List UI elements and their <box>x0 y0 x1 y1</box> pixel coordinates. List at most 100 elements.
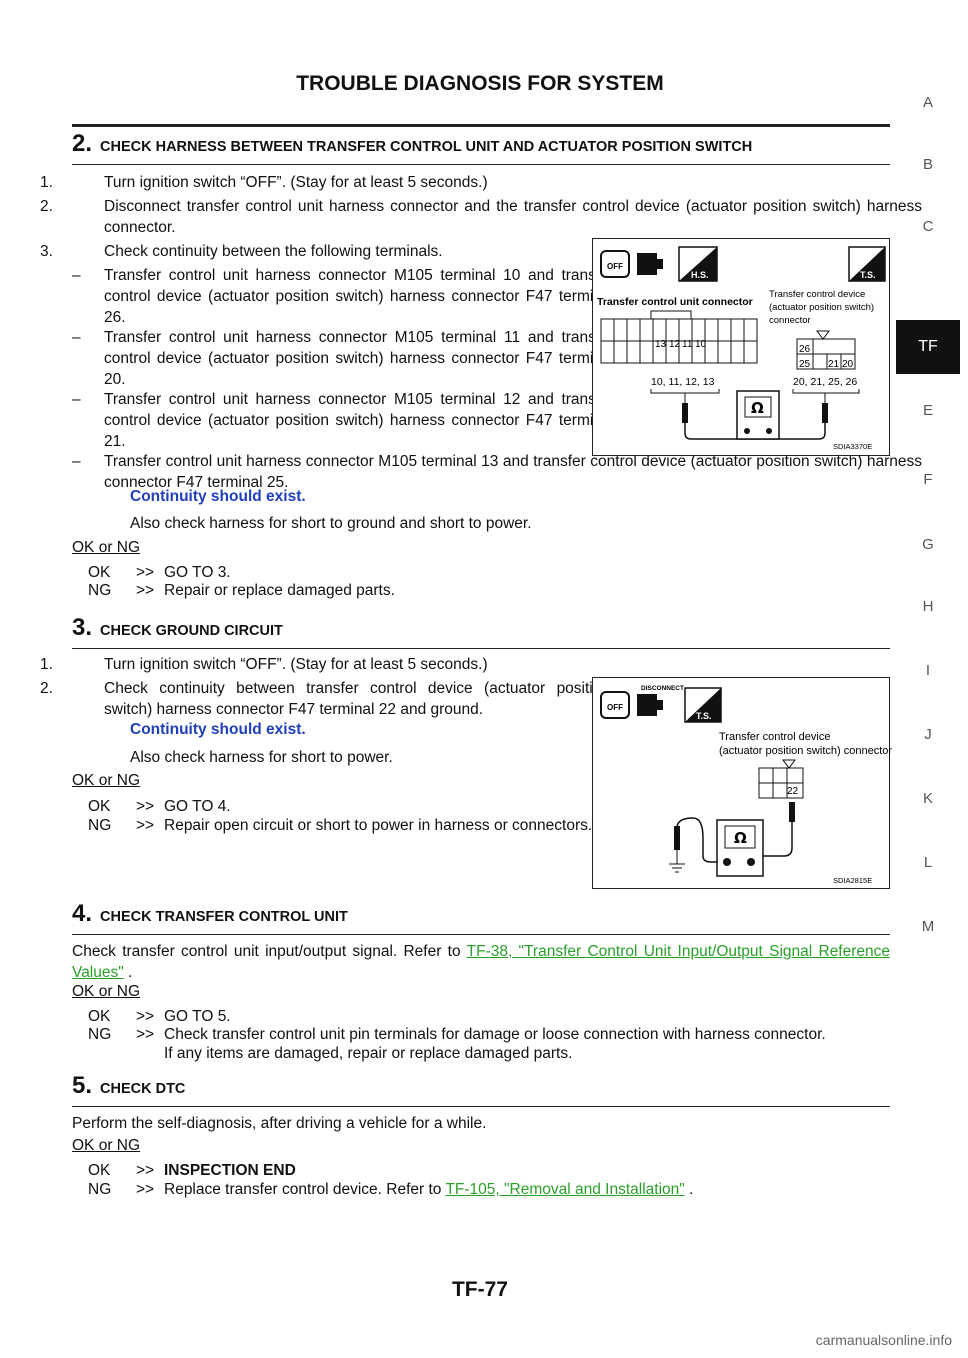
connector-icon <box>637 694 663 716</box>
pin-label: 20 <box>842 359 854 370</box>
result-ok: OK>>GO TO 4. <box>88 796 231 817</box>
pin-label: 21 <box>828 359 840 370</box>
page-number: TF-77 <box>451 1278 508 1301</box>
section-4-title: 4. CHECK TRANSFER CONTROL UNIT <box>72 900 890 935</box>
list-item-text: Transfer control unit harness connector … <box>104 453 922 491</box>
connector-diagram: OFF H.S. T.S. Transfer control unit conn… <box>592 238 890 456</box>
page-title: TROUBLE DIAGNOSIS FOR SYSTEM <box>296 72 664 95</box>
sidebar-item-k[interactable]: K <box>922 790 933 807</box>
step-text: Turn ignition switch “OFF”. (Stay for at… <box>104 656 488 673</box>
result-ng: NG>>Repair or replace damaged parts. <box>88 580 395 601</box>
sidebar-item-e[interactable]: E <box>922 402 933 419</box>
section-heading: CHECK TRANSFER CONTROL UNIT <box>100 909 348 925</box>
ts-badge-icon: T.S. <box>848 246 886 282</box>
result-key: OK <box>88 798 111 815</box>
sidebar-item-m[interactable]: M <box>921 918 935 935</box>
step-number: 1. <box>40 174 53 191</box>
sidebar-item-b[interactable]: B <box>922 156 933 173</box>
section-heading: CHECK DTC <box>100 1081 186 1097</box>
result-value: GO TO 5. <box>164 1008 231 1025</box>
ok-ng-label: OK or NG <box>72 983 141 1000</box>
ground-check-diagram-svg: OFF DISCONNECT T.S. Transfer control dev… <box>600 685 892 885</box>
list-item: –Transfer control unit harness connector… <box>72 453 922 491</box>
sidebar-item-tf-active[interactable]: TF <box>896 320 960 374</box>
ground-check-diagram: OFF DISCONNECT T.S. Transfer control dev… <box>592 677 892 889</box>
result-ok: OK>>INSPECTION END <box>88 1160 296 1181</box>
note-text: Also check harness for short to ground a… <box>130 515 532 532</box>
result-key: NG <box>88 1026 112 1043</box>
result-ng-detail: If any items are damaged, repair or repl… <box>164 1045 573 1062</box>
multimeter-probes <box>674 802 795 864</box>
ok-ng-label: OK or NG <box>72 772 141 789</box>
result-arrow: >> <box>136 1181 155 1198</box>
terminal-label: 10, 11, 12, 13 <box>651 376 715 388</box>
pin-label: 11 <box>682 339 693 350</box>
sidebar-item-j[interactable]: J <box>924 726 932 743</box>
sidebar-item-c[interactable]: C <box>922 218 934 235</box>
section-divider <box>72 124 890 127</box>
list-item: –Transfer control unit harness connector… <box>72 267 614 326</box>
figure-code: SDIA3370E <box>833 442 872 451</box>
instruction-text: Check transfer control unit input/output… <box>72 941 890 983</box>
list-item: –Transfer control unit harness connector… <box>72 329 614 388</box>
pin-label: 12 <box>669 339 681 350</box>
section-number: 4. <box>72 900 93 927</box>
result-value: INSPECTION END <box>164 1162 296 1179</box>
pin-label: 22 <box>787 786 799 797</box>
figure-label: Transfer control unit connector <box>597 296 753 308</box>
sidebar-item-a[interactable]: A <box>922 94 933 111</box>
step-text: Check continuity between the following t… <box>104 243 443 260</box>
result-value: . <box>684 1181 694 1198</box>
step-number: 3. <box>40 243 53 260</box>
step-text: Turn ignition switch “OFF”. (Stay for at… <box>104 174 488 191</box>
sidebar-item-f[interactable]: F <box>923 471 933 488</box>
section-number: 3. <box>72 614 93 641</box>
figure-label: Transfer control device <box>719 731 830 743</box>
result-ok: OK>>GO TO 3. <box>88 562 231 583</box>
list-item-text: Transfer control unit harness connector … <box>104 267 614 326</box>
reference-link[interactable]: TF-38, "Transfer Control Unit Input/Outp… <box>72 943 891 981</box>
spec-text: Continuity should exist. <box>130 721 306 738</box>
step-number: 2. <box>40 198 53 215</box>
omega-label: Ω <box>734 829 747 847</box>
result-arrow: >> <box>136 1008 155 1025</box>
result-arrow: >> <box>136 817 155 834</box>
ts-badge-icon: T.S. <box>684 687 722 723</box>
step-number: 1. <box>40 656 53 673</box>
sidebar-item-g[interactable]: G <box>922 536 934 553</box>
list-item: –Transfer control unit harness connector… <box>72 391 614 450</box>
actuator-connector-face <box>796 330 856 370</box>
result-key: NG <box>88 817 112 834</box>
ok-ng-label: OK or NG <box>72 1137 141 1154</box>
step-text: Check continuity between transfer contro… <box>104 680 610 718</box>
sidebar-item-h[interactable]: H <box>922 598 934 615</box>
ignition-key-icon: OFF <box>600 691 630 719</box>
ohmmeter-icon: Ω <box>736 390 780 440</box>
result-value: Check transfer control unit pin terminal… <box>164 1026 826 1043</box>
result-ng: NG>>Replace transfer control device. Ref… <box>88 1179 693 1200</box>
connector-icon <box>637 253 663 275</box>
pin-label: 10 <box>695 339 707 350</box>
result-key: NG <box>88 582 112 599</box>
result-key: OK <box>88 1162 111 1179</box>
ok-ng-label: OK or NG <box>72 539 141 556</box>
terminal-label: 20, 21, 25, 26 <box>793 376 857 388</box>
reference-link[interactable]: TF-105, "Removal and Installation" <box>445 1181 685 1198</box>
result-key: OK <box>88 1008 111 1025</box>
result-arrow: >> <box>136 798 155 815</box>
sidebar-item-l[interactable]: L <box>923 854 933 871</box>
step-item: 1. Turn ignition switch “OFF”. (Stay for … <box>40 172 922 193</box>
figure-label: (actuator position switch) <box>769 302 874 313</box>
step-item: 1. Turn ignition switch “OFF”. (Stay for … <box>40 654 610 675</box>
ts-badge-label: T.S. <box>860 270 876 280</box>
result-key: NG <box>88 1181 112 1198</box>
disconnect-label: DISCONNECT <box>641 685 684 692</box>
instruction-text: Perform the self-diagnosis, after drivin… <box>72 1115 487 1132</box>
pin-label: 13 <box>655 339 667 350</box>
result-ng: NG>>Check transfer control unit pin term… <box>88 1024 968 1045</box>
ohmmeter-icon: Ω <box>716 819 764 877</box>
sidebar-item-i[interactable]: I <box>925 662 931 679</box>
section-heading: CHECK HARNESS BETWEEN TRANSFER CONTROL U… <box>100 139 753 155</box>
section-number: 5. <box>72 1072 93 1099</box>
list-item-text: Transfer control unit harness connector … <box>104 329 614 388</box>
